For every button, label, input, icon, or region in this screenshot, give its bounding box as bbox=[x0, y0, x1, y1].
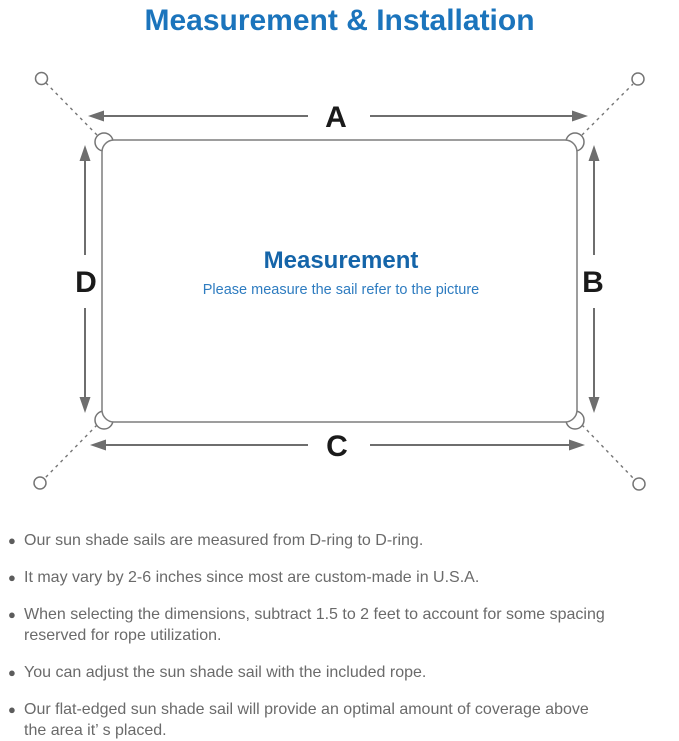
list-item: ● You can adjust the sun shade sail with… bbox=[8, 662, 673, 683]
dimension-label-left: D bbox=[75, 266, 97, 299]
anchor-point-bottom-left bbox=[33, 476, 47, 490]
note-line: You can adjust the sun shade sail with t… bbox=[24, 664, 427, 681]
note-line: the area it’ s placed. bbox=[24, 722, 167, 739]
rope-line-top-right bbox=[581, 83, 634, 136]
rope-line-top-left bbox=[45, 82, 98, 136]
anchor-point-top-left bbox=[34, 71, 49, 86]
dimension-arrow-right bbox=[588, 145, 600, 413]
arrowhead-down-icon bbox=[588, 397, 600, 413]
sail-diagram-svg: A C D B bbox=[33, 71, 646, 491]
note-text: When selecting the dimensions, subtract … bbox=[24, 604, 673, 646]
arrowhead-left-icon bbox=[90, 439, 106, 451]
rope-line-bottom-right bbox=[581, 424, 635, 480]
anchor-point-bottom-right bbox=[632, 477, 646, 491]
note-text: Our flat-edged sun shade sail will provi… bbox=[24, 699, 673, 741]
arrowhead-right-icon bbox=[569, 439, 585, 451]
dimension-arrow-bottom bbox=[90, 439, 585, 451]
arrowhead-left-icon bbox=[88, 110, 104, 122]
sail-measurement-diagram: A C D B bbox=[0, 38, 679, 512]
note-text: Our sun shade sails are measured from D-… bbox=[24, 530, 673, 551]
note-text: You can adjust the sun shade sail with t… bbox=[24, 662, 673, 683]
note-line: Our flat-edged sun shade sail will provi… bbox=[24, 701, 589, 718]
note-line: When selecting the dimensions, subtract … bbox=[24, 606, 605, 623]
dimension-label-right: B bbox=[582, 266, 604, 299]
bullet-icon: ● bbox=[8, 702, 16, 717]
notes-list: ● Our sun shade sails are measured from … bbox=[0, 530, 679, 741]
arrowhead-right-icon bbox=[572, 110, 588, 122]
rope-line-bottom-left bbox=[44, 424, 98, 479]
list-item: ● It may vary by 2-6 inches since most a… bbox=[8, 567, 673, 588]
arrowhead-up-icon bbox=[588, 145, 600, 161]
note-line: reserved for rope utilization. bbox=[24, 627, 222, 644]
bullet-icon: ● bbox=[8, 607, 16, 622]
list-item: ● Our flat-edged sun shade sail will pro… bbox=[8, 699, 673, 741]
dimension-label-bottom: C bbox=[326, 430, 348, 463]
note-line: Our sun shade sails are measured from D-… bbox=[24, 532, 424, 549]
sail-outline bbox=[101, 139, 578, 423]
dimension-arrow-top bbox=[88, 110, 588, 122]
diagram-center-subtitle: Please measure the sail refer to the pic… bbox=[203, 282, 479, 298]
note-text: It may vary by 2-6 inches since most are… bbox=[24, 567, 673, 588]
bullet-icon: ● bbox=[8, 533, 16, 548]
list-item: ● When selecting the dimensions, subtrac… bbox=[8, 604, 673, 646]
note-line: It may vary by 2-6 inches since most are… bbox=[24, 569, 480, 586]
diagram-center-title: Measurement bbox=[264, 247, 419, 274]
page-title: Measurement & Installation bbox=[144, 4, 535, 37]
anchor-point-top-right bbox=[631, 72, 645, 86]
arrowhead-up-icon bbox=[79, 145, 91, 161]
bullet-icon: ● bbox=[8, 570, 16, 585]
dimension-label-top: A bbox=[325, 101, 347, 134]
arrowhead-down-icon bbox=[79, 397, 91, 413]
dimension-arrow-left bbox=[79, 145, 91, 413]
bullet-icon: ● bbox=[8, 665, 16, 680]
list-item: ● Our sun shade sails are measured from … bbox=[8, 530, 673, 551]
